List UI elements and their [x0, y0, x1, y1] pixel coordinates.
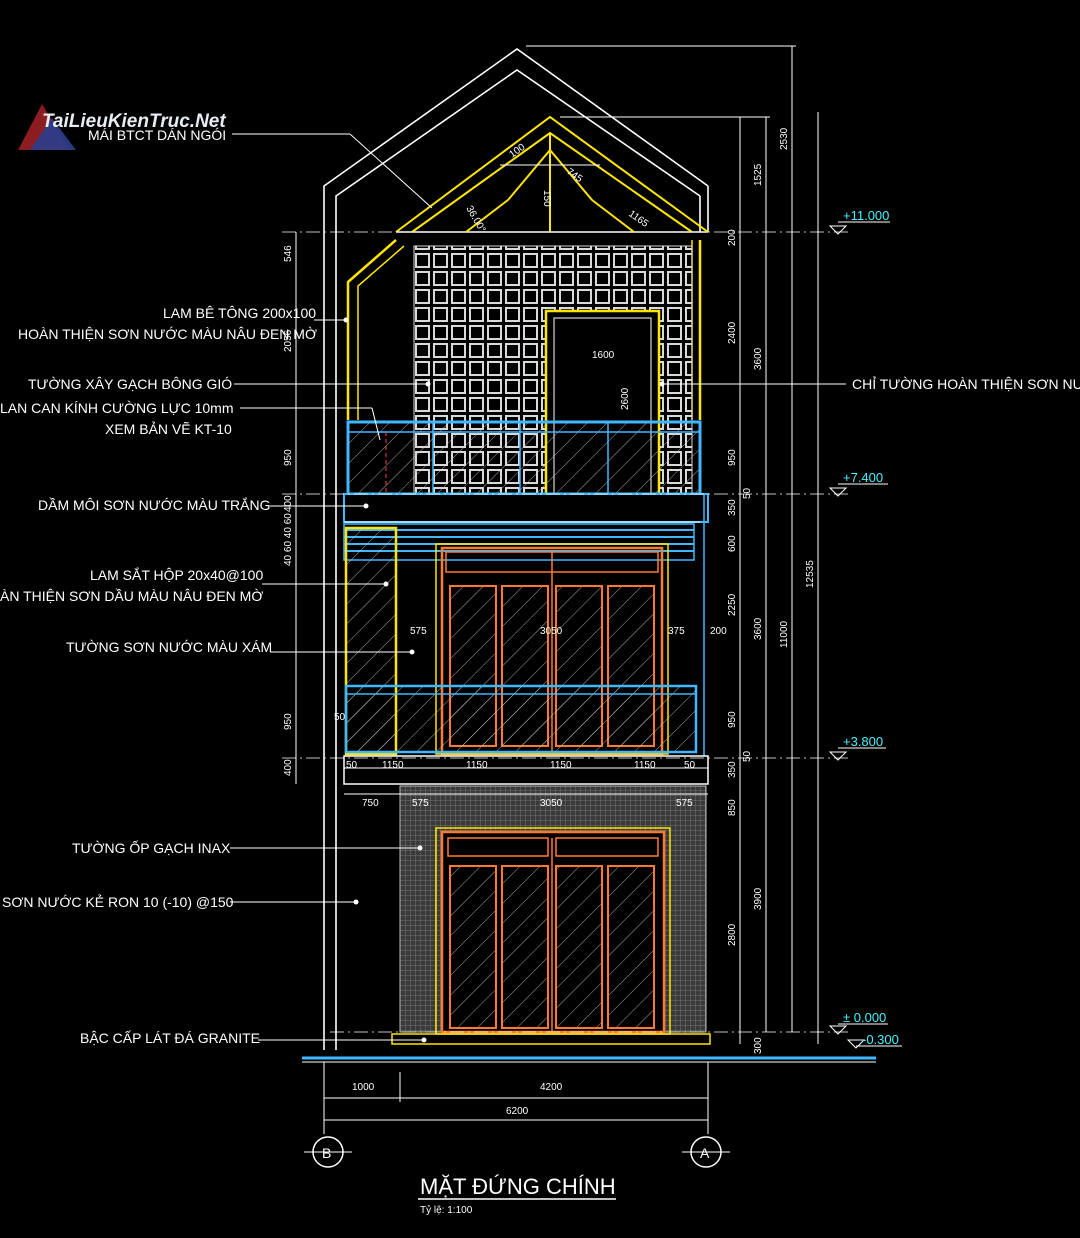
dimension-d950b: 950: [283, 713, 294, 730]
dimension-d1600: 1600: [592, 350, 615, 361]
watermark-logo: TaiLieuKienTruc.Net: [18, 104, 226, 150]
upper-glass-railing: [346, 420, 702, 496]
dimension-d1150c: 1150: [550, 760, 572, 771]
level-lines: [282, 231, 850, 1033]
middle-glass-railing: [344, 684, 698, 754]
axis-a-label: A: [700, 1145, 710, 1161]
level-0000: ± 0.000: [843, 1010, 886, 1025]
label-roof: MÁI BTCT DÁN NGÓI: [88, 127, 226, 143]
dimension-d2056: 2056: [283, 329, 294, 352]
dimension-d4200: 4200: [540, 1082, 563, 1093]
dimension-d1525: 1525: [753, 163, 764, 186]
dimension-d3050a: 3050: [540, 626, 563, 637]
drawing-title: MẶT ĐỨNG CHÍNH: [420, 1174, 616, 1199]
iron-lam-strip: [343, 523, 695, 561]
dimension-d50c: 50: [334, 712, 346, 723]
dimension-d50a: 50: [742, 487, 753, 499]
axis-b-label: B: [322, 1145, 331, 1161]
level-11000: +11.000: [843, 208, 889, 223]
label-iron-lam-finish: ÀN THIỆN SƠN DẦU MÀU NÂU ĐEN MỜ: [0, 588, 263, 604]
level-3800: +3.800: [843, 734, 883, 749]
dimension-d50e: 50: [684, 760, 696, 771]
dimension-d575a: 575: [410, 626, 427, 637]
dimension-d1150b: 1150: [466, 760, 488, 771]
dimension-d575c: 575: [676, 798, 693, 809]
dimension-d3600b: 3600: [753, 617, 764, 640]
ground-floor: [302, 785, 876, 1063]
label-steps: BẬC CẤP LÁT ĐÁ GRANITE: [80, 1030, 260, 1046]
dimension-d1150a: 1150: [382, 760, 404, 771]
label-lam-finish: HOÀN THIỆN SƠN NƯỚC MÀU NÂU ĐEN MỜ: [18, 326, 317, 342]
dimension-d2530: 2530: [779, 127, 790, 150]
dimension-d350a: 350: [727, 499, 738, 516]
dimension-d575b: 575: [412, 798, 429, 809]
dimension-d2250: 2250: [727, 593, 738, 616]
label-railing: LAN CAN KÍNH CƯỜNG LỰC 10mm: [0, 400, 234, 416]
dimension-d3050b: 3050: [540, 798, 563, 809]
dimension-d1150d: 1150: [634, 760, 656, 771]
dimension-d950c: 950: [727, 449, 738, 466]
dimension-d400b: 400: [283, 759, 294, 776]
horizontal-dimensions: 1600 575 3050 375 200 50 50 1150 1150 11…: [334, 350, 727, 1117]
dimension-lines: [295, 45, 819, 1134]
dimension-d850: 850: [727, 799, 738, 816]
dimension-d375: 375: [668, 626, 685, 637]
dimension-d1000: 1000: [352, 1082, 375, 1093]
dimension-d11000: 11000: [779, 620, 790, 648]
dimension-d6200: 6200: [506, 1106, 529, 1117]
roof-truss: [395, 115, 709, 233]
floor-beam-upper: [343, 493, 709, 523]
label-railing-ref: XEM BẢN VẼ KT-10: [105, 421, 232, 437]
axis-markers: B A: [304, 1136, 730, 1168]
leader-dots: [343, 317, 665, 1043]
dimension-d50b: 50: [742, 750, 753, 762]
dimension-r200a: 200: [727, 229, 738, 246]
dimension-r100: 100: [507, 142, 527, 161]
dimension-d300: 300: [753, 1037, 764, 1054]
dimension-d950d: 950: [727, 711, 738, 728]
roof-dimension-text: 36.00° 100 745 150 1165: [463, 142, 650, 235]
dimension-d950a: 950: [283, 449, 294, 466]
dimension-d12535: 12535: [805, 560, 816, 588]
dimension-d3900: 3900: [753, 887, 764, 910]
level-markers: [828, 221, 902, 1049]
middle-floor: [343, 494, 709, 785]
level-minus-300: -0.300: [862, 1032, 899, 1047]
granite-steps: [391, 1033, 711, 1045]
dimension-d2400: 2400: [727, 321, 738, 344]
label-lam-concrete: LAM BÊ TÔNG 200x100: [163, 305, 316, 321]
vertical-dimensions: 2530 1525 200 546 2056 2400 3600 2600 95…: [283, 127, 816, 1054]
dimension-d50d: 50: [346, 760, 358, 771]
drawing-scale: Tỷ lệ: 1:100: [420, 1204, 473, 1216]
dimension-d200b: 200: [710, 626, 727, 637]
dimension-d2600: 2600: [620, 387, 631, 410]
label-right-wall: CHỈ TƯỜNG HOÀN THIỆN SƠN NƯ: [852, 376, 1080, 392]
watermark-text: TaiLieuKienTruc.Net: [42, 111, 226, 132]
upper-floor: [346, 239, 702, 498]
label-breeze-block: TƯỜNG XÂY GẠCH BÔNG GIÓ: [28, 376, 232, 392]
label-inax-wall: TƯỜNG ỐP GẠCH INAX: [72, 839, 231, 856]
level-7400: +7.400: [843, 470, 883, 485]
dimension-d750: 750: [362, 798, 379, 809]
label-paint-joint: SƠN NƯỚC KẺ RON 10 (-10) @150: [2, 894, 234, 910]
dimension-r150: 150: [541, 190, 552, 207]
dimension-d600: 600: [727, 535, 738, 552]
dimension-d546: 546: [283, 245, 294, 262]
leader-lines: [230, 133, 846, 1041]
label-beam: DẦM MÔI SƠN NƯỚC MÀU TRẮNG: [38, 496, 271, 513]
dimension-r1165: 1165: [626, 208, 650, 230]
dimension-d3600a: 3600: [753, 347, 764, 370]
dimension-small_stack: 40 60 40 60: [283, 513, 294, 566]
dimension-d2800: 2800: [727, 923, 738, 946]
label-grey-wall: TƯỜNG SƠN NƯỚC MÀU XÁM: [66, 639, 272, 655]
label-iron-lam: LAM SẮT HỘP 20x40@100: [90, 566, 263, 583]
dimension-d400a: 400: [283, 495, 294, 512]
dimension-d350b: 350: [727, 761, 738, 778]
